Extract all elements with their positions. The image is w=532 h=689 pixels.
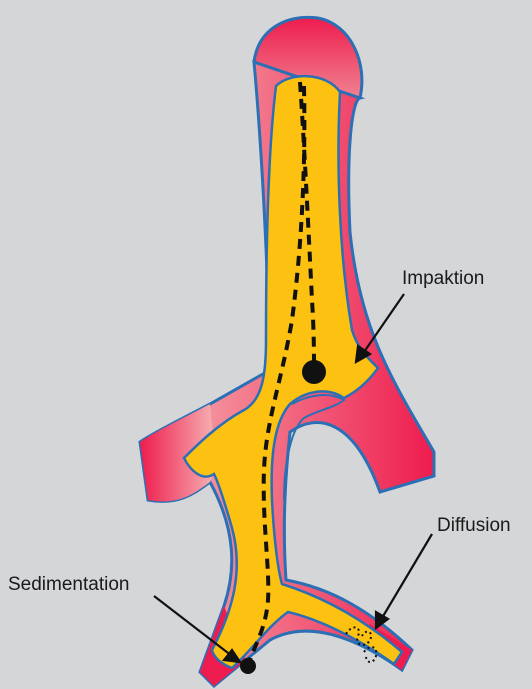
airway-lumen — [184, 76, 402, 668]
diffusion-arrow-line — [382, 534, 432, 618]
sedimentation-particle — [240, 658, 256, 674]
diffusion-label: Diffusion — [437, 515, 511, 536]
impaction-particle — [302, 360, 326, 384]
impaction-label: Impaktion — [402, 268, 484, 289]
sedimentation-label: Sedimentation — [8, 574, 129, 595]
